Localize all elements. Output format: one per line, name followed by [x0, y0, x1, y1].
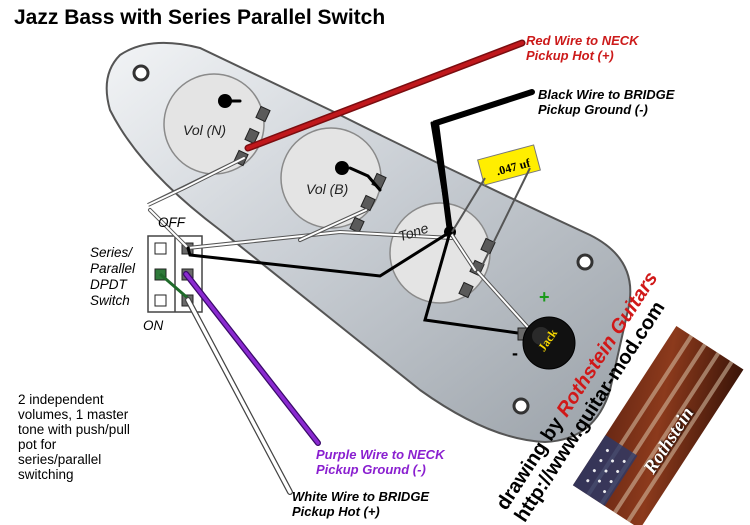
output-jack	[517, 316, 576, 370]
black-wire-label-line1: Black Wire to BRIDGE	[538, 87, 675, 102]
switch-name-line1: Series/	[90, 245, 133, 260]
rothstein-logo	[572, 325, 744, 525]
vol-bridge-shaft	[335, 161, 349, 175]
notes-line6: switching	[18, 467, 74, 482]
purple-wire-label: Purple Wire to NECK Pickup Ground (-)	[316, 447, 444, 477]
page-title: Jazz Bass with Series Parallel Switch	[14, 6, 386, 29]
jack-minus-sign: -	[512, 343, 518, 363]
switch-off-label: OFF	[158, 215, 185, 230]
black-wire-label-line2: Pickup Ground (-)	[538, 102, 648, 117]
capacitor	[451, 144, 541, 271]
notes-line5: series/parallel	[18, 452, 102, 467]
switch-name-line3: DPDT	[90, 277, 127, 292]
switch-name-line2: Parallel	[90, 261, 136, 276]
purple-wire-label-line1: Purple Wire to NECK	[316, 447, 445, 462]
black-wire-label: Black Wire to BRIDGE Pickup Ground (-)	[538, 87, 674, 117]
screw-hole-bottom	[512, 397, 530, 415]
notes-line2: volumes, 1 master	[18, 407, 129, 422]
green-jumper-wire	[159, 272, 191, 302]
switch-name-label: Series/ Parallel DPDT Switch	[90, 245, 135, 309]
tone-pot	[389, 202, 491, 304]
notes-line3: tone with push/pull	[18, 422, 130, 437]
white-wire-label-line1: White Wire to BRIDGE	[292, 489, 430, 504]
switch-on-label: ON	[143, 318, 164, 333]
notes-line4: pot for	[18, 437, 57, 452]
notes-line1: 2 independent	[18, 392, 104, 407]
black-wire-bridge-ground	[432, 89, 535, 235]
red-wire-highlight	[246, 41, 524, 150]
vol-bridge-pot	[280, 127, 382, 229]
description-notes: 2 independent volumes, 1 master tone wit…	[18, 392, 188, 482]
red-wire-label: Red Wire to NECK Pickup Hot (+)	[526, 33, 639, 63]
jack-plus-sign: +	[539, 287, 550, 307]
purple-wire-label-line2: Pickup Ground (-)	[316, 462, 426, 477]
white-wire-highlight	[186, 298, 292, 494]
white-wires	[147, 156, 534, 334]
purple-wire-highlight	[184, 272, 320, 445]
switch-name-line4: Switch	[90, 293, 130, 308]
screw-hole-right	[576, 253, 594, 271]
pot-lugs	[233, 105, 496, 299]
vol-bridge-label: Vol (B)	[306, 181, 349, 197]
white-wire-label: White Wire to BRIDGE Pickup Hot (+)	[292, 489, 429, 519]
vol-neck-label: Vol (N)	[183, 122, 227, 138]
red-wire-label-line2: Pickup Hot (+)	[526, 48, 614, 63]
white-wire-label-line2: Pickup Hot (+)	[292, 504, 380, 519]
red-wire-label-line1: Red Wire to NECK	[526, 33, 639, 48]
screw-hole-top	[132, 64, 150, 82]
